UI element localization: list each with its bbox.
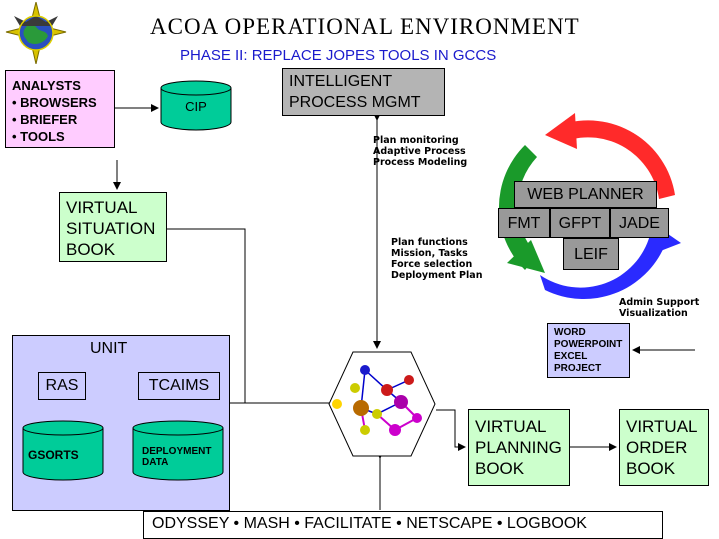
jade-box: JADE — [610, 208, 669, 238]
ipm-notes: Plan monitoring Adaptive Process Process… — [373, 135, 467, 168]
cip-database — [160, 80, 232, 131]
gsorts-database — [22, 420, 104, 481]
ipm-line2: PROCESS MGMT — [289, 94, 421, 111]
office-item-excel: EXCEL — [554, 351, 588, 362]
analysts-item-tools: • TOOLS — [12, 129, 65, 144]
vob-line3: BOOK — [626, 459, 676, 478]
gsorts-label: GSORTS — [28, 448, 79, 462]
planning-cycle-arrows — [498, 113, 681, 300]
analysts-box: ANALYSTS • BROWSERS • BRIEFER • TOOLS — [5, 70, 115, 148]
virtual-order-book-box: VIRTUAL ORDER BOOK — [619, 409, 709, 486]
ras-box: RAS — [38, 372, 86, 400]
central-integration-hub — [328, 351, 436, 457]
deployment-line1: DEPLOYMENT — [142, 446, 212, 457]
ipm-line1: INTELLIGENT — [289, 73, 393, 90]
acoa-emblem-logo — [5, 2, 67, 64]
plan-note-2: Mission, Tasks — [391, 248, 468, 259]
virtual-situation-book-box: VIRTUAL SITUATION BOOK — [59, 192, 167, 262]
web-planner-box: WEB PLANNER — [514, 181, 657, 208]
vob-line2: ORDER — [626, 438, 688, 457]
vsb-line1: VIRTUAL — [66, 198, 138, 217]
leif-box: LEIF — [563, 238, 619, 270]
cip-label: CIP — [185, 99, 207, 114]
unit-label: UNIT — [90, 340, 128, 357]
vob-line1: VIRTUAL — [626, 417, 698, 436]
ipm-note-3: Process Modeling — [373, 157, 468, 168]
plan-note-4: Deployment Plan — [391, 270, 483, 281]
deployment-data-label: DEPLOYMENT DATA — [142, 446, 211, 468]
gfpt-box: GFPT — [550, 208, 610, 238]
analysts-item-briefer: • BRIEFER — [12, 112, 78, 127]
fmt-box: FMT — [498, 208, 550, 238]
virtual-planning-book-box: VIRTUAL PLANNING BOOK — [468, 409, 570, 486]
tools-bottom-bar: ODYSSEY • MASH • FACILITATE • NETSCAPE •… — [143, 511, 663, 539]
office-item-word: WORD — [554, 327, 586, 338]
vpb-line1: VIRTUAL — [475, 417, 547, 436]
office-item-powerpoint: POWERPOINT — [554, 339, 623, 350]
deployment-line2: DATA — [142, 457, 169, 468]
office-item-project: PROJECT — [554, 363, 602, 374]
analysts-item-browsers: • BROWSERS — [12, 95, 97, 110]
admin-note-1: Admin Support — [619, 297, 700, 308]
page-title: ACOA OPERATIONAL ENVIRONMENT — [150, 14, 580, 39]
tcaims-box: TCAIMS — [138, 372, 220, 400]
deployment-data-database — [132, 420, 224, 481]
center-to-vpb-arrow — [436, 409, 466, 451]
plan-notes: Plan functions Mission, Tasks Force sele… — [391, 237, 482, 281]
office-tools-box: WORD POWERPOINT EXCEL PROJECT — [547, 323, 630, 378]
admin-note-2: Visualization — [619, 308, 688, 319]
admin-notes: Admin Support Visualization — [619, 297, 699, 319]
ipm-note-2: Adaptive Process — [373, 146, 466, 157]
ipm-note-1: Plan monitoring — [373, 135, 459, 146]
vpb-line2: PLANNING — [475, 438, 562, 457]
vpb-line3: BOOK — [475, 459, 525, 478]
plan-note-3: Force selection — [391, 259, 473, 270]
plan-note-1: Plan functions — [391, 237, 468, 248]
intelligent-process-mgmt-box: INTELLIGENT PROCESS MGMT — [282, 68, 445, 116]
page-subtitle: PHASE II: REPLACE JOPES TOOLS IN GCCS — [180, 47, 497, 64]
vsb-line3: BOOK — [66, 240, 116, 259]
analysts-title: ANALYSTS — [12, 78, 81, 93]
vsb-line2: SITUATION — [66, 219, 156, 238]
